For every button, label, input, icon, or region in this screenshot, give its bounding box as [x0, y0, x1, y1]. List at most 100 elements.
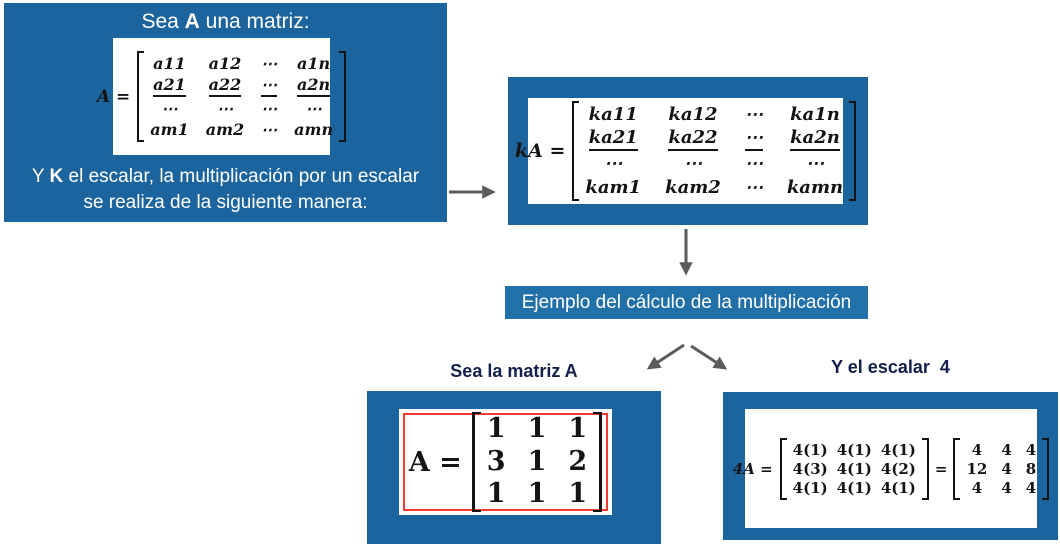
matrix-left-bracket	[137, 51, 145, 142]
matrix-cell: 4(1)	[836, 478, 872, 497]
matrix-cell: ⋯	[805, 153, 824, 174]
matrix-cell: ⋯	[604, 153, 623, 174]
example-bar-label: Ejemplo del cálculo de la multiplicación	[521, 291, 852, 313]
matrix-cell: ka22	[668, 127, 718, 151]
matrix-cell: ⋯	[261, 75, 278, 97]
matrix-right-bracket	[339, 51, 347, 142]
matrix-cell: 4(1)	[836, 459, 872, 478]
scalar-lhs: 4A =	[732, 459, 773, 478]
intro-title: Sea A una matriz:	[4, 10, 447, 34]
matrix-cell: 4	[1001, 459, 1012, 478]
matrix-cell: 4(1)	[836, 440, 872, 459]
matrix-cell: 1	[527, 413, 547, 445]
matrix-cell: kamn	[786, 176, 844, 198]
matrix-cell: 1	[568, 478, 588, 510]
matrix-cell: 4(1)	[792, 440, 828, 459]
matrix-left-bracket	[953, 437, 961, 500]
matrix-cell: 4(2)	[880, 459, 916, 478]
matrix-left-bracket	[779, 437, 787, 500]
matrix-cell: ⋯	[305, 98, 322, 118]
equals-sign: =	[934, 459, 948, 478]
matrix-right-bracket	[593, 412, 603, 512]
ka-matrix-lhs: kA =	[514, 140, 566, 162]
matrix-cell: ⋯	[744, 153, 763, 174]
matrix-cell: ka12	[668, 103, 718, 125]
intro-matrix-lhs: A =	[96, 86, 131, 107]
matrix-cell: a21	[153, 75, 186, 97]
matrix-cell: 2	[568, 445, 588, 477]
intro-title-part: una matriz:	[199, 10, 310, 33]
scalar-box: 4A = 4(1)4(1)4(1)4(3)4(1)4(2)4(1)4(1)4(1…	[723, 392, 1058, 540]
matrix-cell: 4(1)	[880, 440, 916, 459]
matrix-cell: 4	[1001, 478, 1012, 497]
matrix-cell: ⋯	[161, 98, 178, 118]
matrix-right-bracket	[1042, 437, 1050, 500]
matrix-cell: 8	[1025, 459, 1037, 478]
matrix-cell: 3	[486, 445, 506, 477]
matrix-cell: am2	[205, 119, 245, 139]
matrix-cell: a12	[208, 54, 242, 74]
matrix-a-title: Sea la matriz A	[450, 361, 578, 381]
matrix-cell: ka2n	[790, 127, 840, 151]
matrix-cell: ka1n	[790, 103, 840, 125]
matrix-cell: 1	[568, 413, 588, 445]
matrix-a-lhs: A =	[408, 446, 462, 478]
scalar-expanded-matrix: 4(1)4(1)4(1)4(3)4(1)4(2)4(1)4(1)4(1)	[779, 437, 929, 500]
matrix-left-bracket	[572, 100, 580, 202]
scalar-title: Y el escalar 4	[831, 357, 950, 377]
matrix-cell: kam1	[585, 176, 642, 198]
matrix-cell: 12	[966, 459, 988, 478]
matrix-cell: ⋯	[261, 119, 278, 139]
matrix-cell: 1	[486, 413, 506, 445]
matrix-cell: ⋯	[216, 98, 233, 118]
matrix-cell: am1	[150, 119, 189, 139]
example-bar: Ejemplo del cálculo de la multiplicación	[505, 286, 868, 319]
matrix-cell: a11	[153, 54, 186, 74]
matrix-cell: ⋯	[261, 98, 278, 118]
matrix-left-bracket	[471, 412, 481, 512]
matrix-cell: 1	[527, 478, 547, 510]
matrix-cell: 4(3)	[792, 459, 828, 478]
caption-line2: se realiza de la siguiente manera:	[83, 192, 368, 213]
scalar-card: 4A = 4(1)4(1)4(1)4(3)4(1)4(2)4(1)4(1)4(1…	[733, 409, 1050, 528]
intro-title-part: Sea	[141, 10, 185, 33]
intro-title-variable: A	[184, 10, 200, 33]
matrix-cell: ⋯	[683, 153, 702, 174]
matrix-cell: 1	[527, 445, 547, 477]
matrix-cell: ka11	[588, 103, 638, 125]
matrix-cell: 4	[971, 478, 983, 497]
matrix-cell: ⋯	[744, 127, 763, 151]
caption-part: el escalar, la multiplicación por un esc…	[63, 166, 420, 187]
matrix-cell: 4(1)	[792, 478, 828, 497]
arrow-example-to-scalar	[690, 344, 728, 370]
matrix-cell: ⋯	[744, 176, 763, 198]
matrix-cell: ⋯	[261, 54, 278, 74]
matrix-cell: 1	[486, 478, 506, 510]
matrix-right-bracket	[849, 100, 857, 202]
matrix-grid: 4(1)4(1)4(1)4(3)4(1)4(2)4(1)4(1)4(1)	[787, 438, 922, 500]
matrix-cell: 4	[1025, 440, 1037, 459]
caption-variable: K	[49, 166, 64, 187]
caption-part: Y	[31, 166, 50, 187]
matrix-right-bracket	[921, 437, 929, 500]
scalar-equation: 4A = 4(1)4(1)4(1)4(3)4(1)4(2)4(1)4(1)4(1…	[732, 437, 1050, 500]
matrix-cell: ⋯	[744, 103, 763, 125]
intro-caption: Y K el escalar, la multiplicación por un…	[4, 164, 447, 216]
